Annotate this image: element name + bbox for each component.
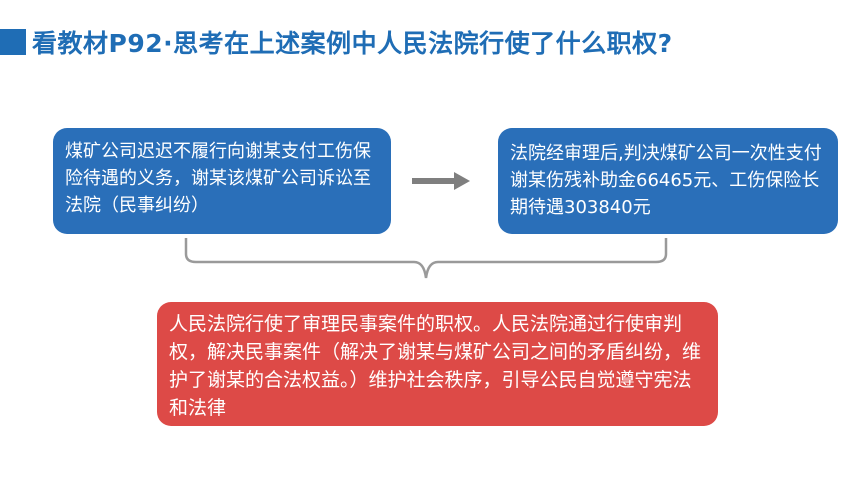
court-judgment-text: 法院经审理后,判决煤矿公司一次性支付谢某伤残补助金66465元、工伤保险长期待遇… bbox=[510, 143, 822, 218]
title-square-marker bbox=[0, 29, 26, 55]
slide-title: 看教材P92·思考在上述案例中人民法院行使了什么职权? bbox=[32, 29, 673, 58]
conclusion-box: 人民法院行使了审理民事案件的职权。人民法院通过行使审判权，解决民事案件（解决了谢… bbox=[157, 302, 718, 426]
case-description-text: 煤矿公司迟迟不履行向谢某支付工伤保险待遇的义务，谢某该煤矿公司诉讼至法院（民事纠… bbox=[65, 141, 371, 216]
slide-title-bar: 看教材P92·思考在上述案例中人民法院行使了什么职权? bbox=[0, 24, 673, 60]
conclusion-text: 人民法院行使了审理民事案件的职权。人民法院通过行使审判权，解决民事案件（解决了谢… bbox=[169, 313, 702, 419]
right-arrow-icon bbox=[412, 172, 470, 190]
case-description-box: 煤矿公司迟迟不履行向谢某支付工伤保险待遇的义务，谢某该煤矿公司诉讼至法院（民事纠… bbox=[53, 128, 391, 234]
brace-icon bbox=[184, 238, 668, 279]
court-judgment-box: 法院经审理后,判决煤矿公司一次性支付谢某伤残补助金66465元、工伤保险长期待遇… bbox=[498, 128, 838, 234]
